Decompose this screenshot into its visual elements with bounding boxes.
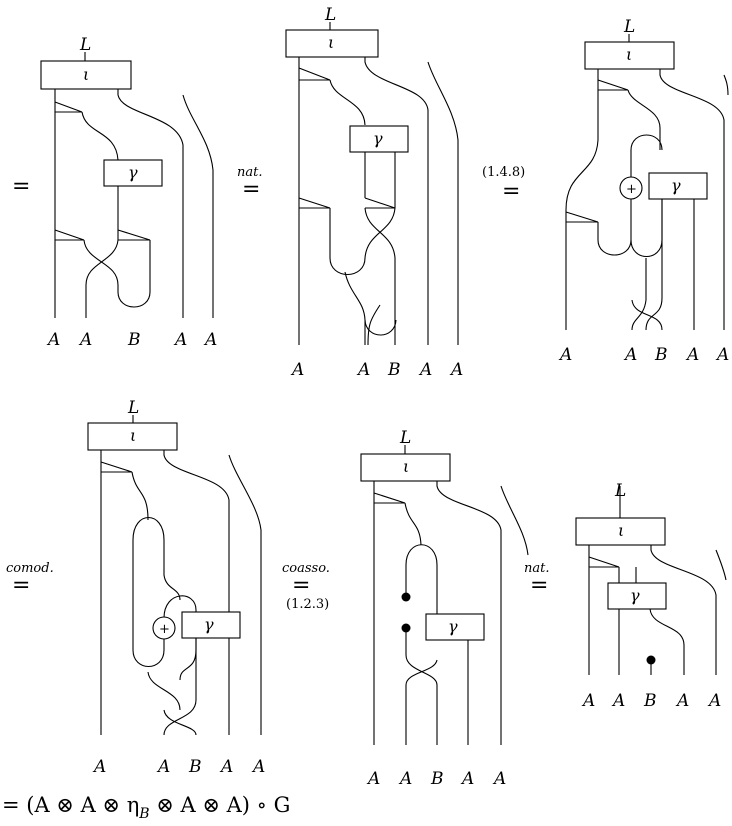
unit-dot — [401, 623, 411, 633]
label-A: A — [492, 769, 506, 789]
diagram-6: L ι γ A A B A A — [575, 481, 727, 711]
oplus-label: + — [159, 622, 170, 637]
label-L: L — [623, 17, 635, 37]
iota-box — [285, 29, 379, 58]
gamma-label: γ — [373, 129, 383, 148]
gamma-box — [425, 613, 485, 641]
label-A: A — [685, 345, 699, 365]
relation-label-nat: nat. — [524, 561, 549, 576]
label-A: A — [581, 691, 595, 711]
label-B: B — [643, 691, 657, 711]
gamma-box — [648, 172, 708, 200]
label-A: A — [675, 691, 689, 711]
iota-label: ι — [403, 457, 409, 476]
relation-label-coasso: coasso. — [282, 561, 330, 576]
iota-box — [575, 517, 666, 546]
gamma-label: γ — [128, 163, 138, 182]
relation-ref-1-2-3: (1.2.3) — [286, 597, 329, 612]
label-A: A — [78, 330, 92, 350]
relation-ref-1-4-8: (1.4.8) — [482, 165, 525, 180]
formula-prefix: = (A ⊗ A ⊗ η — [2, 793, 139, 817]
iota-label: ι — [618, 521, 624, 540]
gamma-box — [607, 582, 667, 610]
equals-sign: = — [292, 573, 310, 598]
label-A: A — [398, 769, 412, 789]
label-A: A — [558, 345, 572, 365]
label-A: A — [366, 769, 380, 789]
gamma-label: γ — [671, 176, 681, 195]
oplus-node — [619, 176, 643, 200]
label-L: L — [127, 398, 139, 418]
iota-box — [87, 422, 178, 451]
label-A: A — [707, 691, 721, 711]
label-B: B — [387, 360, 401, 380]
label-B: B — [654, 345, 668, 365]
label-A: A — [356, 360, 370, 380]
equals-sign: = — [502, 179, 520, 204]
diagram-3: L ι + γ A A B A A — [558, 17, 729, 365]
label-A: A — [173, 330, 187, 350]
diagram-4: L ι + γ A A B A A — [87, 398, 265, 777]
gamma-box — [349, 125, 409, 153]
label-A: A — [460, 769, 474, 789]
iota-label: ι — [83, 65, 89, 84]
gamma-label: γ — [630, 586, 640, 605]
label-A: A — [92, 757, 106, 777]
label-A: A — [290, 360, 304, 380]
equals-sign: = — [12, 573, 30, 598]
iota-box — [360, 453, 451, 482]
label-A: A — [156, 757, 170, 777]
label-A: A — [715, 345, 729, 365]
result-formula: = (A ⊗ A ⊗ ηB ⊗ A ⊗ A) ∘ G — [2, 793, 290, 822]
gamma-box — [181, 611, 241, 639]
iota-box — [40, 60, 132, 90]
iota-label: ι — [328, 33, 334, 52]
relation-label-comod: comod. — [6, 561, 54, 576]
label-B: B — [430, 769, 444, 789]
label-A: A — [418, 360, 432, 380]
label-A: A — [623, 345, 637, 365]
gamma-label: γ — [204, 615, 214, 634]
diagram-2: L ι γ A A B A A — [285, 5, 463, 380]
relation-label-nat: nat. — [237, 165, 262, 180]
diagram-5: L ι γ A A B A A — [360, 428, 529, 789]
iota-label: ι — [130, 426, 136, 445]
label-A: A — [203, 330, 217, 350]
label-A: A — [611, 691, 625, 711]
gamma-box — [103, 159, 163, 187]
label-L: L — [79, 35, 91, 55]
iota-label: ι — [626, 45, 632, 64]
oplus-node — [152, 616, 176, 640]
label-A: A — [251, 757, 265, 777]
unit-dot — [401, 592, 411, 602]
label-A: A — [46, 330, 60, 350]
iota-box — [584, 41, 675, 70]
formula-subscript: B — [138, 806, 149, 822]
equals-sign: = — [530, 573, 548, 598]
label-A: A — [219, 757, 233, 777]
label-A: A — [449, 360, 463, 380]
label-L: L — [399, 428, 411, 448]
equals-sign: = — [242, 177, 260, 202]
label-B: B — [188, 757, 202, 777]
formula-suffix: ⊗ A ⊗ A) ∘ G — [150, 793, 291, 817]
diagram-1: L ι γ A A B A A — [40, 35, 217, 350]
gamma-label: γ — [448, 617, 458, 636]
equals-sign-start: = — [12, 174, 30, 199]
label-L: L — [324, 5, 336, 25]
oplus-label: + — [626, 182, 637, 197]
label-B: B — [127, 330, 141, 350]
